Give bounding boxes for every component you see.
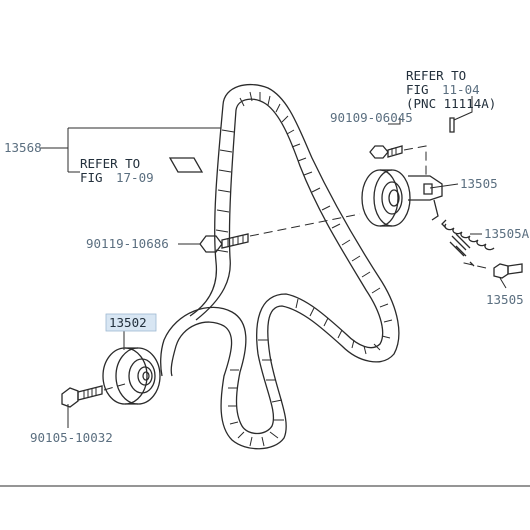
refer-to-a-fig: FIG	[80, 170, 103, 185]
bolt-90119	[199, 213, 361, 253]
bolt-90109	[369, 145, 427, 176]
reference-plate	[168, 157, 204, 173]
leader-lines	[40, 96, 507, 428]
refer-to-b-line1[interactable]: REFER TO	[406, 68, 466, 83]
timing-belt	[160, 83, 400, 450]
pin-11114a	[449, 117, 455, 133]
label-90109-06045[interactable]: 90109-06045	[330, 110, 413, 125]
label-90119-10686[interactable]: 90119-10686	[86, 236, 169, 251]
bolt-90105	[61, 383, 126, 408]
tensioner-spring	[441, 219, 495, 267]
label-13502-highlight	[105, 313, 157, 332]
refer-to-b-pnc: (PNC 11114A)	[406, 96, 496, 111]
stud-13505	[459, 261, 523, 279]
idler-pulley	[102, 347, 161, 405]
refer-to-a-fignum[interactable]: 17-09	[116, 170, 154, 185]
label-13505[interactable]: 13505	[460, 176, 498, 191]
label-13505a[interactable]: 13505A	[484, 226, 530, 241]
label-13502[interactable]: 13502	[109, 315, 147, 330]
refer-to-a-line1[interactable]: REFER TO	[80, 156, 140, 171]
refer-to-b-fignum[interactable]: 11-04	[442, 82, 480, 97]
refer-to-b-fig: FIG	[406, 82, 429, 97]
label-90105-10032[interactable]: 90105-10032	[30, 430, 113, 445]
label-13568[interactable]: 13568	[4, 140, 42, 155]
label-13505-lower[interactable]: 13505	[486, 292, 524, 307]
tensioner-pulley	[361, 169, 443, 227]
